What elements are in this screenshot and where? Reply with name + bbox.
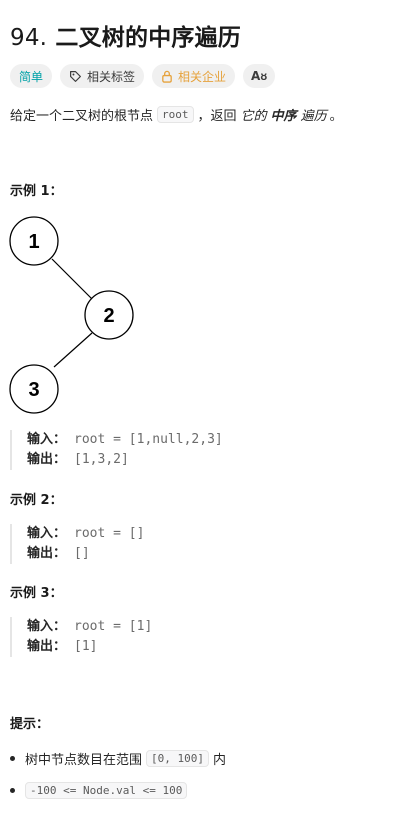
example-output: 输出： [1,3,2] xyxy=(27,450,223,470)
related-topics-button[interactable]: 相关标签 xyxy=(60,64,145,88)
output-value: [1] xyxy=(74,639,98,654)
constraint-text: 树中节点数目在范围 xyxy=(25,753,143,768)
tree-node xyxy=(9,216,59,266)
bullet-icon xyxy=(10,756,15,761)
output-label: 输出： xyxy=(27,452,67,467)
tree-edge xyxy=(53,332,93,368)
problem-title: 94. 二叉树的中序遍历 xyxy=(10,18,241,52)
example-1-io: 输入： root = [1,null,2,3] 输出： [1,3,2] xyxy=(10,430,223,470)
difficulty-label: 简单 xyxy=(19,69,44,84)
translate-icon: Aᴕ xyxy=(251,69,268,83)
description-text: 。 xyxy=(329,109,343,124)
tag-icon xyxy=(69,70,82,83)
output-label: 输出： xyxy=(27,639,67,654)
difficulty-badge[interactable]: 简单 xyxy=(10,64,53,88)
example-output: 输出： [1] xyxy=(27,637,152,657)
input-label: 输入： xyxy=(27,526,67,541)
output-value: [1,3,2] xyxy=(74,452,129,467)
example-1-title: 示例 1： xyxy=(10,184,63,199)
related-companies-label: 相关企业 xyxy=(178,69,227,84)
related-topics-label: 相关标签 xyxy=(87,69,136,84)
related-companies-button[interactable]: 相关企业 xyxy=(152,64,236,88)
example-input: 输入： root = [1,null,2,3] xyxy=(27,430,223,450)
tree-node-label: 2 xyxy=(103,305,114,327)
output-value: [] xyxy=(74,546,90,561)
tree-node xyxy=(84,290,134,340)
tag-bar: 简单 相关标签 相关企业 Aᴕ xyxy=(10,64,276,88)
input-value: root = [1,null,2,3] xyxy=(74,432,223,447)
tree-node-label: 3 xyxy=(28,379,39,401)
input-value: root = [] xyxy=(74,526,145,541)
inline-code-root: root xyxy=(157,106,194,123)
output-label: 输出： xyxy=(27,546,67,561)
constraint-text: 内 xyxy=(213,753,227,768)
description-text: 给定一个二叉树的根节点 xyxy=(10,109,154,124)
tree-node-label: 1 xyxy=(28,231,39,253)
translate-button[interactable]: Aᴕ xyxy=(243,64,276,88)
example-input: 输入： root = [1] xyxy=(27,617,152,637)
example-2-io: 输入： root = [] 输出： [] xyxy=(10,524,144,564)
bullet-icon xyxy=(10,788,15,793)
constraint-code: -100 <= Node.val <= 100 xyxy=(25,782,188,799)
description-emphasis: 遍历 xyxy=(300,109,327,124)
tree-edge xyxy=(51,258,93,300)
example-2-title: 示例 2： xyxy=(10,493,63,508)
input-label: 输入： xyxy=(27,432,67,447)
example-output: 输出： [] xyxy=(27,544,144,564)
example-input: 输入： root = [] xyxy=(27,524,144,544)
description-emphasis: 它的 xyxy=(240,109,267,124)
tree-node xyxy=(9,364,59,414)
constraint-code: [0, 100] xyxy=(146,750,209,767)
constraint-item: 树中节点数目在范围 [0, 100] 内 xyxy=(10,749,226,768)
lock-icon xyxy=(161,70,173,83)
constraints-title: 提示： xyxy=(10,717,50,732)
example-1-tree-diagram: 1 2 3 xyxy=(9,216,134,414)
description-text: ，返回 xyxy=(197,109,237,124)
input-label: 输入： xyxy=(27,619,67,634)
problem-number: 94. xyxy=(10,25,48,51)
input-value: root = [1] xyxy=(74,619,153,634)
constraint-item: -100 <= Node.val <= 100 xyxy=(10,782,191,799)
example-3-io: 输入： root = [1] 输出： [1] xyxy=(10,617,152,657)
description-strong: 中序 xyxy=(270,109,297,124)
example-3-title: 示例 3： xyxy=(10,586,63,601)
problem-description: 给定一个二叉树的根节点 root ，返回 它的 中序 遍历 。 xyxy=(10,105,343,124)
problem-title-text: 二叉树的中序遍历 xyxy=(55,25,242,51)
